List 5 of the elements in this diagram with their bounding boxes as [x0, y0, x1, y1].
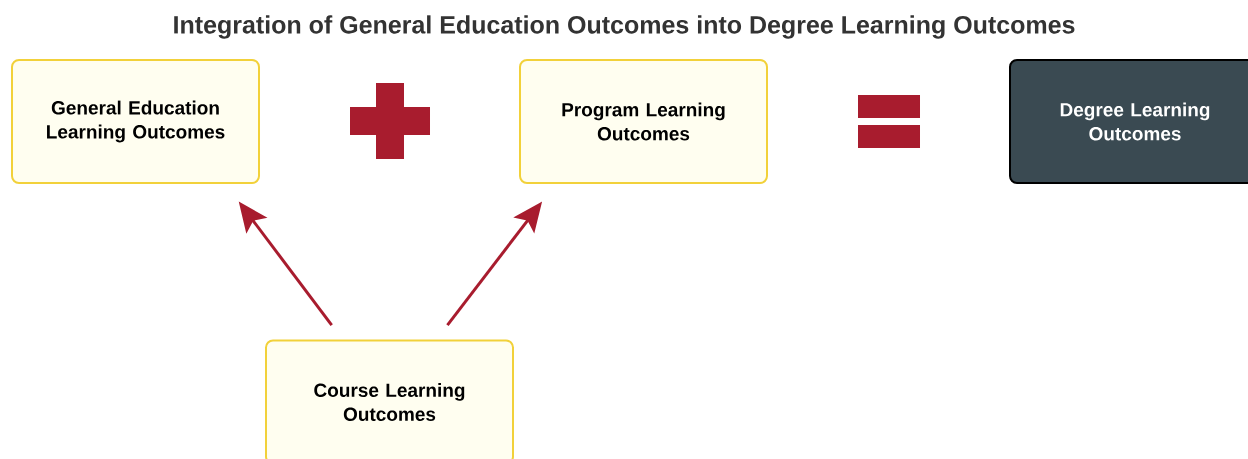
- title: Integration of General Education Outcomes into Degree Learning Outcomes: [174, 15, 1075, 39]
- outcome-box: Course Learning Outcomes: [265, 339, 514, 459]
- outcome-box: General Education Learning Outcomes: [11, 59, 260, 184]
- outcome-box: Program Learning Outcomes: [519, 59, 768, 184]
- outcome-box: Degree Learning Outcomes: [1009, 59, 1248, 184]
